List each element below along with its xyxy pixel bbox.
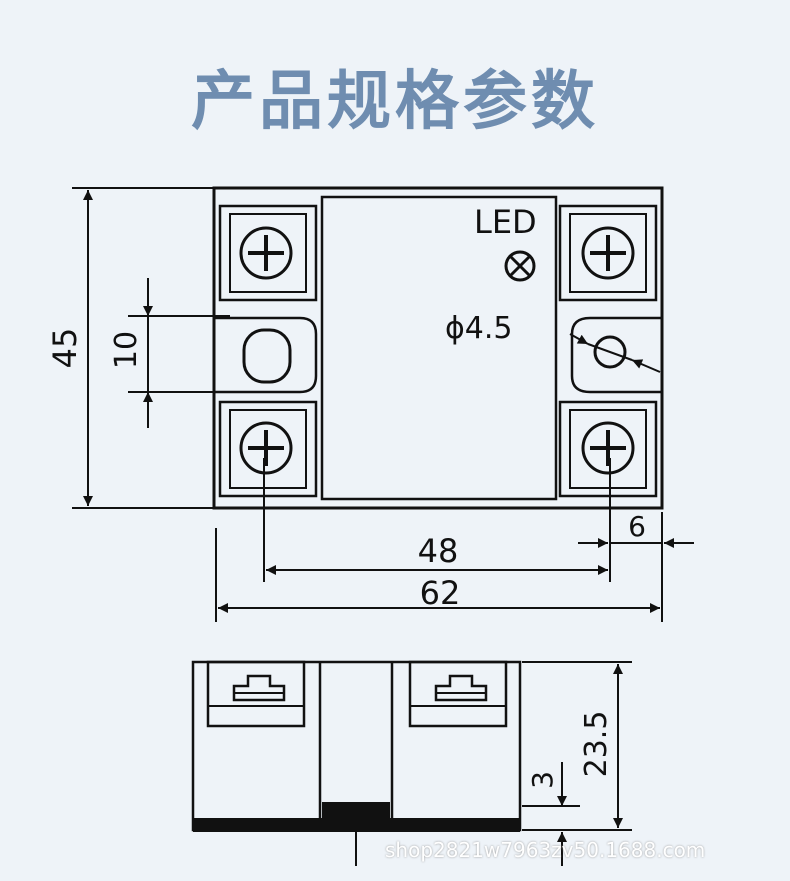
terminal-box-top-right — [558, 204, 658, 302]
screw-icon-bottom-right — [581, 421, 635, 475]
dim-depth-label: 23.5 — [579, 711, 614, 778]
terminal-box-bottom-left — [218, 400, 318, 498]
hole-arrow-left — [569, 333, 589, 345]
dim-slot — [128, 278, 230, 428]
dim-width-label: 62 — [420, 574, 461, 612]
side-view — [191, 660, 522, 866]
side-center-block — [322, 802, 390, 820]
dim-edge-label: 6 — [628, 510, 646, 543]
terminal-box-bottom-right — [558, 400, 658, 498]
extension-lines — [215, 458, 663, 622]
terminal-inner-bottom-left — [229, 409, 307, 489]
side-screw-icon-left — [232, 674, 286, 702]
hole-diameter-line — [587, 343, 633, 361]
led-indicator-icon — [504, 250, 536, 282]
side-terminal-right — [408, 660, 508, 728]
screw-icon-top-left — [239, 226, 293, 280]
side-screw-icon-right — [434, 674, 488, 702]
dim-height — [72, 187, 214, 509]
dim-pitch-label: 48 — [418, 532, 459, 570]
led-label: LED — [474, 203, 537, 241]
mount-notch-right — [570, 316, 662, 394]
top-view — [212, 186, 664, 510]
relay-label-area — [320, 195, 558, 501]
dim-depth — [522, 661, 632, 831]
side-terminal-left — [206, 660, 306, 728]
terminal-inner-bottom-right — [569, 409, 647, 489]
mount-slot-left — [242, 328, 292, 384]
screw-icon-bottom-left — [239, 421, 293, 475]
relay-body-outline — [212, 186, 664, 510]
screw-icon-top-right — [581, 226, 635, 280]
mount-notch-left — [214, 316, 318, 394]
mount-hole-right — [593, 335, 627, 369]
dim-slot-label: 10 — [109, 331, 144, 369]
side-base-plate — [193, 818, 520, 832]
terminal-inner-top-right — [569, 213, 647, 293]
page-title: 产品规格参数 — [191, 65, 599, 139]
terminal-box-top-left — [218, 204, 318, 302]
dim-height-label: 45 — [46, 328, 84, 369]
hole-arrow-right — [631, 359, 661, 373]
dim-base-label: 3 — [526, 771, 559, 789]
watermark: shop2821w7963zv50.1688.com — [385, 838, 706, 862]
dim-base — [522, 762, 580, 866]
terminal-inner-top-left — [229, 213, 307, 293]
hole-diameter-label: ϕ4.5 — [445, 311, 513, 346]
